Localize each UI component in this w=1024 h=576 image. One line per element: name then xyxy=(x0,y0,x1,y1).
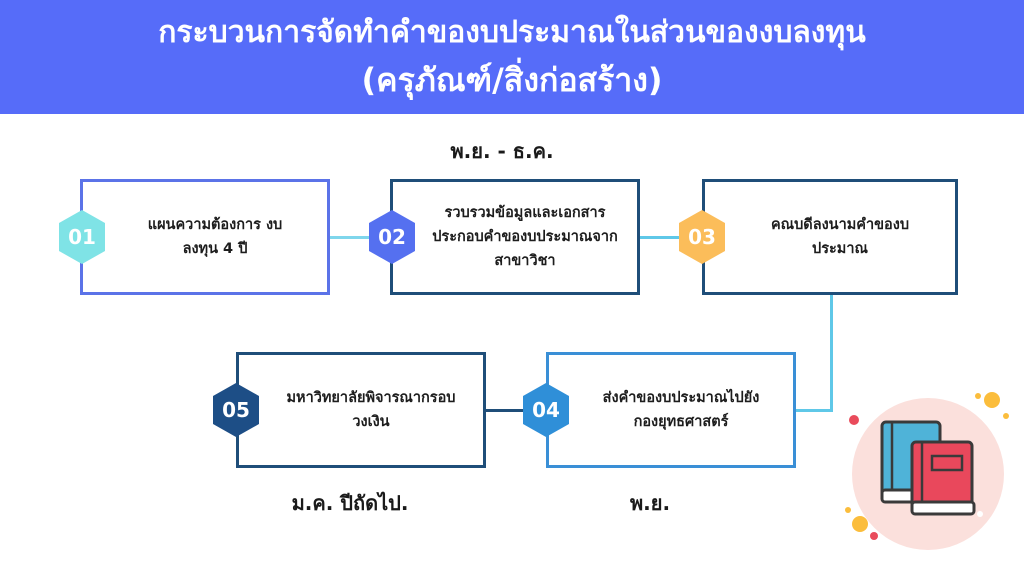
step-badge-02: 02 xyxy=(364,209,420,265)
step-number-03: 03 xyxy=(688,225,716,249)
step-text-01: แผนความต้องการ งบลงทุน 4 ปี xyxy=(147,217,283,257)
period-bottom-right: พ.ย. xyxy=(629,491,671,515)
connector-4-5 xyxy=(486,409,526,412)
step-badge-03: 03 xyxy=(674,209,730,265)
step-badge-04: 04 xyxy=(518,382,574,438)
step-box-04: ส่งคำของบประมาณไปยังกองยุทธศาสตร์ xyxy=(546,352,796,468)
connector-1-2 xyxy=(330,236,370,239)
step-text-05: มหาวิทยาลัยพิจารณากรอบวงเงิน xyxy=(286,390,456,430)
step-number-04: 04 xyxy=(532,398,560,422)
step-text-02: รวบรวมข้อมูลและเอกสารประกอบคำของบประมาณจ… xyxy=(432,205,618,269)
connector-3-4 xyxy=(796,409,833,412)
step-box-03: คณบดีลงนามคำของบประมาณ xyxy=(702,179,958,295)
period-bottom-left: ม.ค. ปีถัดไป. xyxy=(291,491,409,515)
page-title-line1: กระบวนการจัดทำคำของบประมาณในส่วนของงบลงท… xyxy=(158,15,866,50)
step-badge-01: 01 xyxy=(54,209,110,265)
step-text-03: คณบดีลงนามคำของบประมาณ xyxy=(770,217,910,257)
step-box-01: แผนความต้องการ งบลงทุน 4 ปี xyxy=(80,179,330,295)
header-banner: กระบวนการจัดทำคำของบประมาณในส่วนของงบลงท… xyxy=(0,0,1024,114)
period-top: พ.ย. - ธ.ค. xyxy=(450,139,554,163)
step-box-05: มหาวิทยาลัยพิจารณากรอบวงเงิน xyxy=(236,352,486,468)
step-number-05: 05 xyxy=(222,398,250,422)
connector-3-down xyxy=(830,295,833,411)
step-text-04: ส่งคำของบประมาณไปยังกองยุทธศาสตร์ xyxy=(602,390,760,430)
step-badge-05: 05 xyxy=(208,382,264,438)
page-title-line2: (ครุภัณฑ์/สิ่งก่อสร้าง) xyxy=(361,61,663,99)
connector-2-3 xyxy=(640,236,684,239)
books-icon xyxy=(845,392,1009,550)
step-number-01: 01 xyxy=(68,225,96,249)
step-number-02: 02 xyxy=(378,225,406,249)
step-box-02: รวบรวมข้อมูลและเอกสารประกอบคำของบประมาณจ… xyxy=(390,179,640,295)
